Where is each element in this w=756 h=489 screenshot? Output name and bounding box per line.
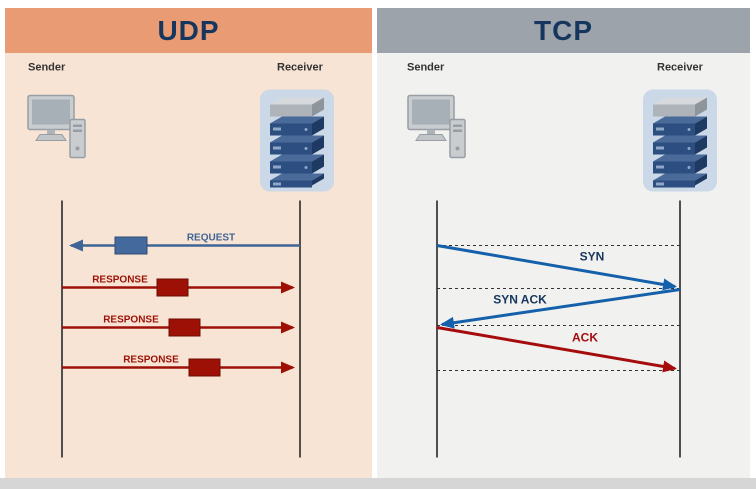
- response-label-2: RESPONSE: [103, 315, 159, 326]
- tcp-title: TCP: [534, 14, 593, 46]
- udp-body: Sender Receiver: [5, 53, 372, 478]
- syn-ack-arrow: SYN ACK: [440, 288, 681, 329]
- syn-arrow: SYN: [436, 244, 677, 291]
- tcp-panel: TCP Sender Receiver: [377, 8, 750, 478]
- response-arrow-1: RESPONSE: [62, 275, 295, 297]
- response-label-1: RESPONSE: [92, 275, 148, 286]
- server-rack-icon: [643, 89, 717, 192]
- udp-header: UDP: [5, 8, 372, 53]
- response-arrow-2: RESPONSE: [62, 315, 295, 337]
- udp-receiver-label: Receiver: [277, 62, 324, 74]
- syn-label: SYN: [580, 250, 605, 264]
- bottom-border-strip: [0, 478, 756, 489]
- tcp-sender-label: Sender: [407, 62, 445, 74]
- udp-packet: [188, 358, 221, 377]
- desktop-computer-icon: [27, 94, 86, 159]
- tcp-header: TCP: [377, 8, 750, 53]
- udp-panel: UDP Sender Receiver: [5, 8, 372, 478]
- desktop-computer-icon: [407, 94, 466, 159]
- udp-packet: [168, 318, 201, 337]
- request-label: REQUEST: [187, 233, 235, 244]
- udp-packet: [156, 278, 189, 297]
- request-arrow: REQUEST: [69, 233, 300, 255]
- ack-arrow: ACK: [436, 326, 677, 373]
- tcp-receiver-label: Receiver: [657, 62, 704, 74]
- response-label-3: RESPONSE: [123, 355, 179, 366]
- udp-title: UDP: [157, 14, 220, 46]
- server-rack-icon: [260, 89, 334, 192]
- udp-packet: [114, 236, 148, 255]
- udp-sequence-svg: Sender Receiver: [27, 62, 334, 458]
- udp-sender-label: Sender: [28, 62, 66, 74]
- ack-label: ACK: [572, 331, 598, 345]
- syn-ack-label: SYN ACK: [493, 293, 547, 307]
- tcp-sequence-svg: Sender Receiver: [407, 62, 717, 458]
- response-arrow-3: RESPONSE: [62, 355, 295, 377]
- tcp-body: Sender Receiver: [377, 53, 750, 478]
